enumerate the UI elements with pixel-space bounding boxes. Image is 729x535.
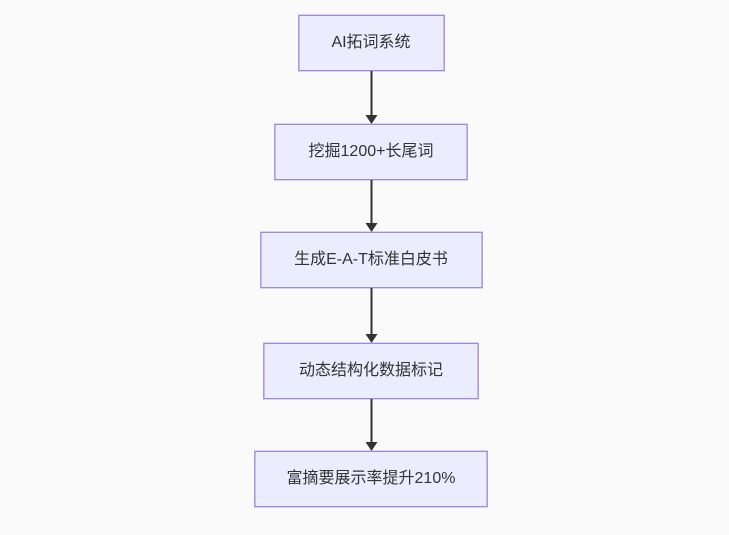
- flow-node-label: 动态结构化数据标记: [298, 362, 443, 379]
- arrow-line: [370, 399, 372, 442]
- arrowhead-icon: [365, 442, 377, 451]
- flow-node-longtail-mining: 挖掘1200+长尾词: [274, 124, 468, 180]
- flowchart: AI拓词系统 挖掘1200+长尾词 生成E-A-T标准白皮书 动态结构化数据标记…: [254, 15, 488, 507]
- arrow-down-2: [365, 180, 377, 232]
- flow-node-label: 挖掘1200+长尾词: [308, 143, 434, 160]
- flow-node-ai-keyword-system: AI拓词系统: [298, 15, 444, 71]
- flow-node-label: 富摘要展示率提升210%: [286, 470, 456, 487]
- arrowhead-icon: [365, 223, 377, 232]
- flow-node-structured-data-markup: 动态结构化数据标记: [263, 343, 479, 399]
- arrow-line: [370, 288, 372, 334]
- flow-node-rich-snippet-result: 富摘要展示率提升210%: [254, 451, 488, 507]
- arrow-down-1: [365, 71, 377, 124]
- flow-node-eat-whitepaper: 生成E-A-T标准白皮书: [260, 232, 482, 288]
- arrowhead-icon: [365, 334, 377, 343]
- flow-node-label: 生成E-A-T标准白皮书: [294, 251, 448, 268]
- arrow-down-3: [365, 288, 377, 343]
- arrow-line: [370, 71, 372, 115]
- flow-node-label: AI拓词系统: [331, 34, 411, 51]
- arrow-down-4: [365, 399, 377, 451]
- arrowhead-icon: [365, 115, 377, 124]
- arrow-line: [370, 180, 372, 223]
